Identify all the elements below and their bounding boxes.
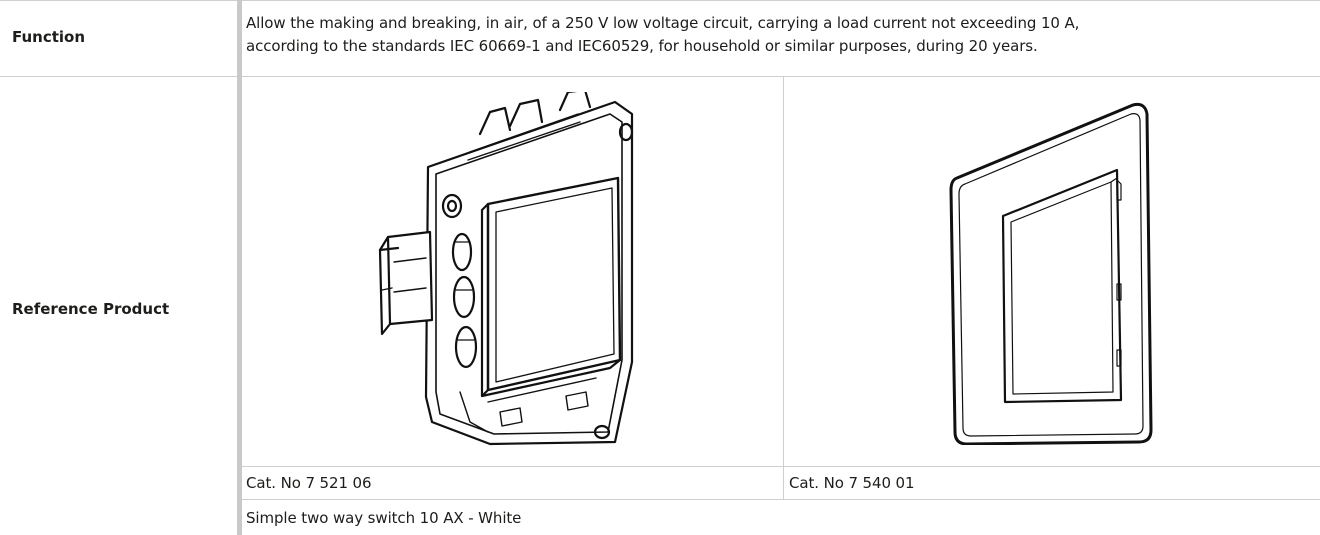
function-label: Function — [12, 28, 86, 46]
function-description-line-1: Allow the making and breaking, in air, o… — [246, 14, 1080, 32]
image-row-bottom-border — [242, 466, 1320, 467]
product-1-catalog-number: Cat. No 7 521 06 — [246, 474, 372, 492]
product-description: Simple two way switch 10 AX - White — [246, 509, 522, 527]
label-column-separator — [237, 0, 242, 535]
product-column-separator — [783, 77, 784, 499]
switch-mechanism-image — [370, 88, 670, 452]
cover-plate-image — [945, 100, 1165, 446]
product-2-catalog-number: Cat. No 7 540 01 — [789, 474, 915, 492]
table-top-border — [0, 0, 1320, 1]
cat-row-bottom-border — [242, 499, 1320, 500]
reference-product-label: Reference Product — [12, 300, 170, 318]
function-description-line-2: according to the standards IEC 60669-1 a… — [246, 37, 1038, 55]
function-row-bottom-border — [0, 76, 1320, 77]
